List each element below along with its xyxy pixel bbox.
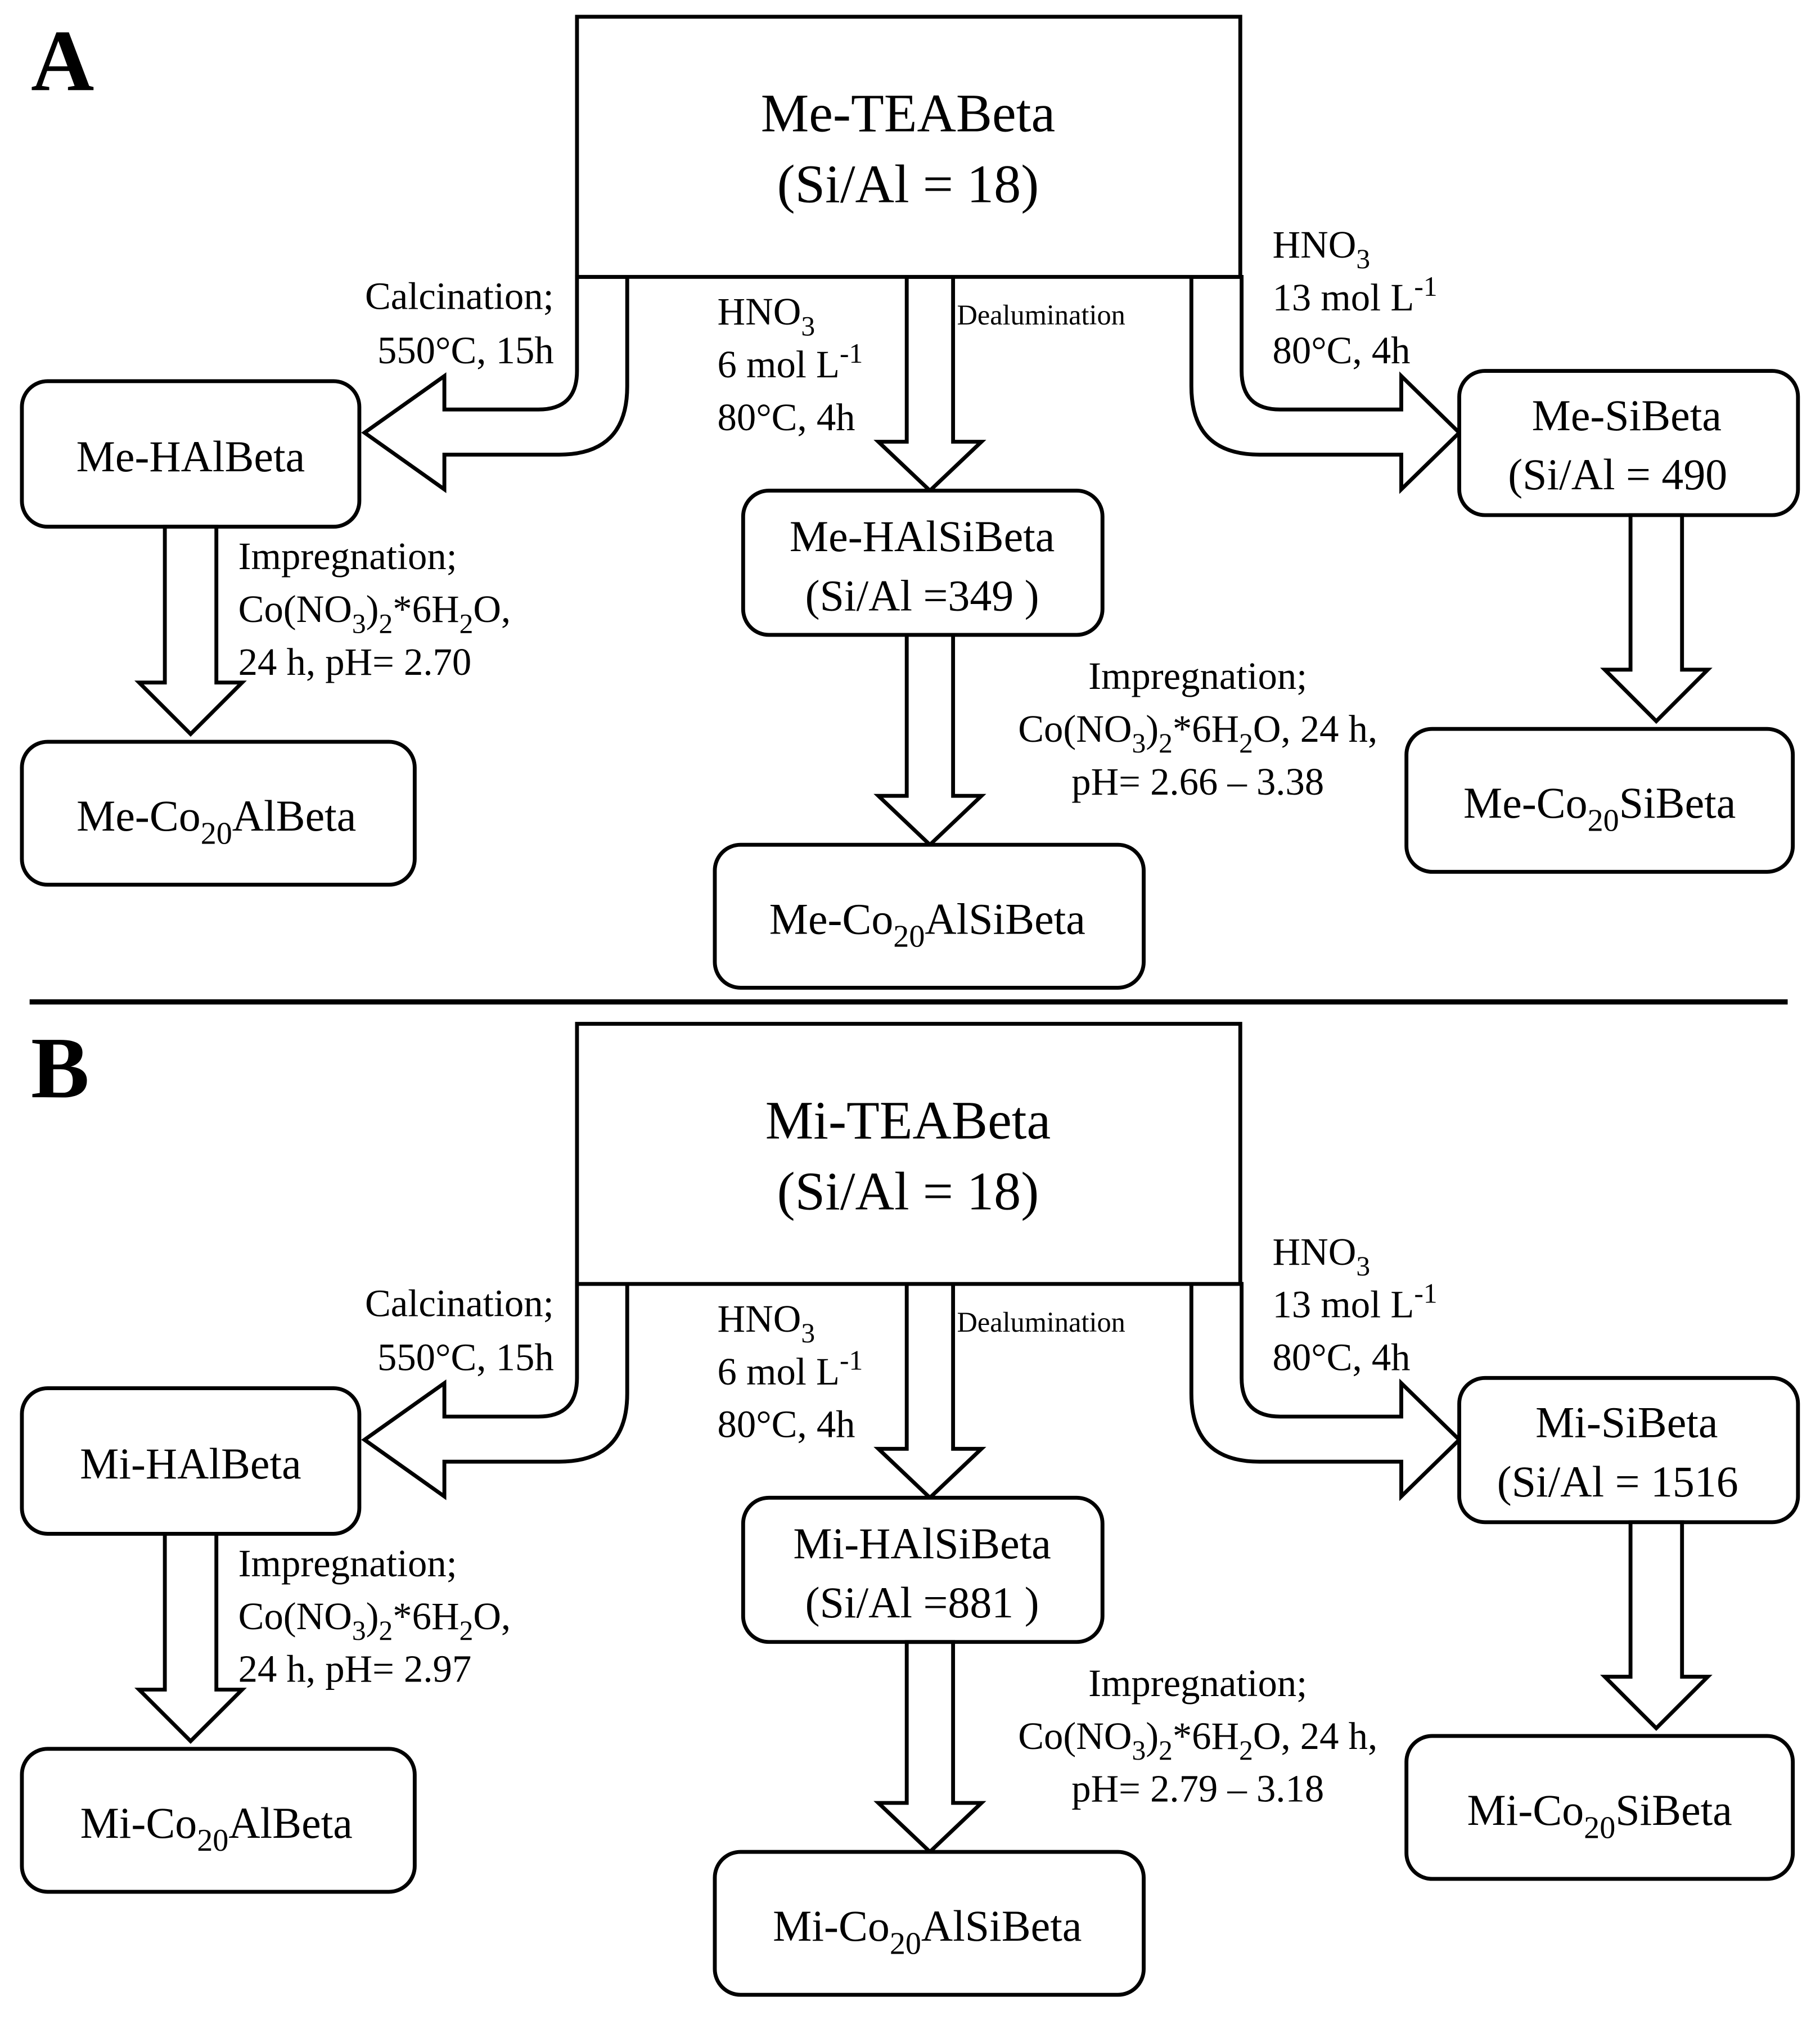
panel-letter: A — [31, 12, 94, 109]
hno3-13-arrow — [1189, 1282, 1462, 1502]
middle-final-name: Mi-Co20AlSiBeta — [773, 1902, 1082, 1961]
parent-zeolite-ratio: (Si/Al = 18) — [777, 154, 1039, 214]
middle-intermediate-ratio: (Si/Al =349 ) — [805, 571, 1039, 620]
middle-impregnation-condition: Co(NO3)2*6H2O, 24 h, — [1018, 1715, 1377, 1766]
left-final-name: Me-Co20AlBeta — [76, 792, 356, 851]
parent-zeolite-ratio: (Si/Al = 18) — [777, 1161, 1039, 1221]
dealumination-condition: 6 mol L-1 — [718, 338, 863, 386]
right-intermediate-name: Me-SiBeta — [1532, 391, 1722, 440]
dealumination-label: Dealumination — [957, 1306, 1125, 1338]
calcination-arrow — [361, 1282, 629, 1500]
left-impregnation-arrow — [134, 525, 247, 737]
dealumination-arrow — [873, 1282, 986, 1501]
hno3-13-arrow — [1189, 274, 1462, 494]
middle-impregnation-condition: pH= 2.79 – 3.18 — [1071, 1768, 1324, 1810]
middle-final-box — [713, 842, 1146, 990]
dealumination-condition: HNO3 — [718, 1297, 816, 1349]
calcination-condition: Calcination; — [365, 275, 554, 318]
strong-acid-condition: 13 mol L-1 — [1273, 1278, 1438, 1326]
right-impregnation-arrow — [1600, 1520, 1713, 1732]
strong-acid-condition: 80°C, 4h — [1273, 1336, 1411, 1379]
left-final-box — [20, 740, 417, 887]
parent-zeolite-box — [575, 1022, 1242, 1286]
dealumination-condition: 80°C, 4h — [718, 396, 855, 439]
middle-final-name: Me-Co20AlSiBeta — [769, 895, 1085, 954]
calcination-condition: 550°C, 15h — [377, 329, 554, 372]
right-final-name: Mi-Co20SiBeta — [1467, 1786, 1732, 1845]
parent-zeolite-name: Me-TEABeta — [761, 83, 1055, 143]
dealumination-label: Dealumination — [957, 299, 1125, 331]
left-impregnation-arrow — [134, 1531, 247, 1744]
strong-acid-condition: 80°C, 4h — [1273, 329, 1411, 372]
right-final-box — [1404, 1734, 1795, 1881]
left-intermediate-name: Me-HAlBeta — [76, 432, 305, 481]
calcination-condition: 550°C, 15h — [377, 1336, 554, 1379]
middle-impregnation-condition: Co(NO3)2*6H2O, 24 h, — [1018, 707, 1377, 759]
left-final-box — [20, 1747, 417, 1894]
middle-impregnation-arrow — [873, 1640, 986, 1855]
dealumination-condition: HNO3 — [718, 290, 816, 341]
middle-impregnation-condition: Impregnation; — [1088, 1662, 1307, 1705]
strong-acid-condition: HNO3 — [1273, 1230, 1371, 1282]
dealumination-arrow — [873, 274, 986, 494]
strong-acid-condition: HNO3 — [1273, 223, 1371, 274]
strong-acid-condition: 13 mol L-1 — [1273, 271, 1438, 319]
left-impregnation-condition: Co(NO3)2*6H2O, — [238, 1595, 511, 1646]
dealumination-condition: 80°C, 4h — [718, 1403, 855, 1446]
middle-impregnation-condition: pH= 2.66 – 3.38 — [1071, 760, 1324, 803]
right-final-box — [1404, 727, 1795, 874]
left-impregnation-condition: 24 h, pH= 2.70 — [238, 641, 472, 683]
middle-impregnation-arrow — [873, 633, 986, 847]
middle-impregnation-condition: Impregnation; — [1088, 655, 1307, 697]
calcination-arrow — [361, 274, 629, 493]
left-impregnation-condition: Impregnation; — [238, 1542, 457, 1585]
right-impregnation-arrow — [1600, 513, 1713, 724]
right-intermediate-ratio: (Si/Al = 1516 — [1497, 1458, 1738, 1506]
middle-intermediate-name: Mi-HAlSiBeta — [793, 1519, 1051, 1568]
left-final-name: Mi-Co20AlBeta — [80, 1799, 353, 1858]
panel-letter: B — [31, 1019, 89, 1116]
left-impregnation-condition: 24 h, pH= 2.97 — [238, 1648, 472, 1690]
left-intermediate-name: Mi-HAlBeta — [80, 1440, 301, 1488]
right-final-name: Me-Co20SiBeta — [1463, 779, 1736, 838]
right-intermediate-ratio: (Si/Al = 490 — [1508, 450, 1727, 499]
left-impregnation-condition: Co(NO3)2*6H2O, — [238, 588, 511, 639]
middle-intermediate-ratio: (Si/Al =881 ) — [805, 1579, 1039, 1627]
parent-zeolite-name: Mi-TEABeta — [765, 1090, 1051, 1150]
middle-final-box — [713, 1850, 1146, 1997]
parent-zeolite-box — [575, 15, 1242, 279]
right-intermediate-name: Mi-SiBeta — [1535, 1399, 1718, 1447]
dealumination-condition: 6 mol L-1 — [718, 1345, 863, 1393]
left-impregnation-condition: Impregnation; — [238, 535, 457, 578]
middle-intermediate-name: Me-HAlSiBeta — [790, 512, 1055, 561]
calcination-condition: Calcination; — [365, 1282, 554, 1324]
